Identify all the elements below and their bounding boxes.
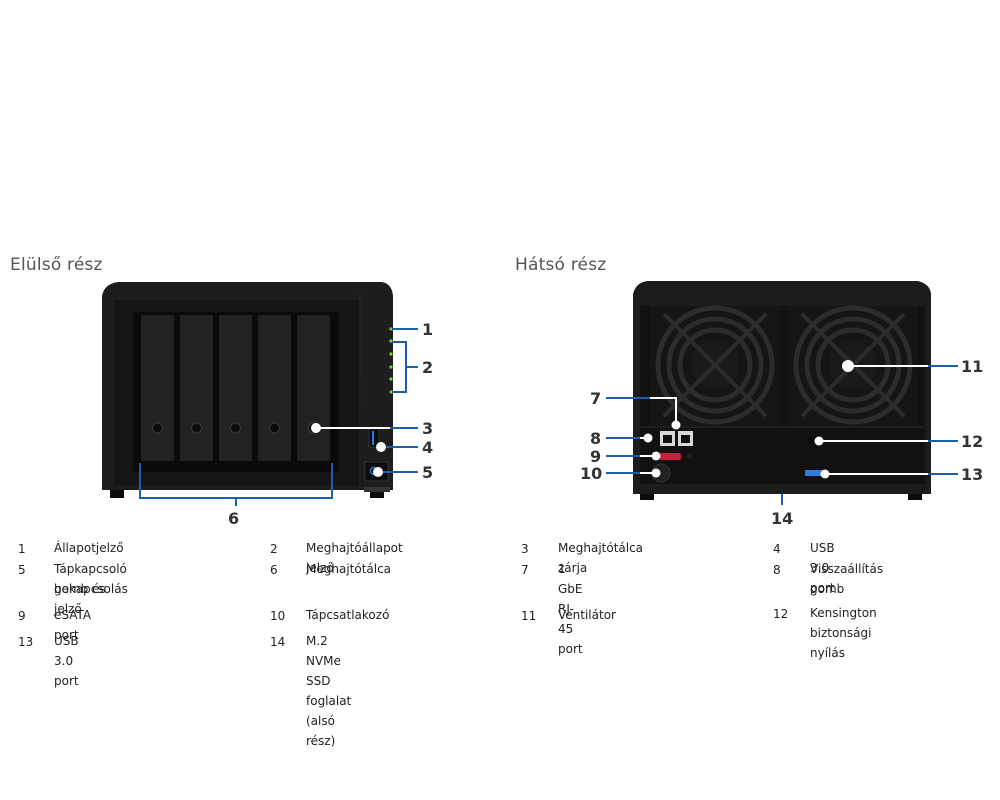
reset-button[interactable] xyxy=(687,453,693,459)
legend-num: 3 xyxy=(521,542,529,556)
legend-label: USB 3.0 port xyxy=(54,634,79,688)
fan-left xyxy=(650,305,780,426)
rear-usb-port[interactable] xyxy=(805,470,823,476)
legend-num: 14 xyxy=(270,635,286,649)
rear-view-title: Hátsó rész xyxy=(515,255,607,275)
callout-1: 1 xyxy=(422,320,433,339)
rear-foot-left xyxy=(640,490,654,500)
callout-13: 13 xyxy=(961,465,983,484)
rear-nas-unit xyxy=(633,281,931,500)
drive-tray-5[interactable] xyxy=(297,315,330,461)
legend-label: Tápcsatlakozó xyxy=(306,608,390,622)
callout-9: 9 xyxy=(590,447,601,466)
legend-num: 9 xyxy=(18,609,26,623)
disk-led-1 xyxy=(389,339,393,343)
legend-num: 10 xyxy=(270,609,286,623)
legend-label: Visszaállítás gomb xyxy=(810,562,884,596)
legend-label: Kensington biztonsági nyílás xyxy=(810,606,877,660)
disk-led-3 xyxy=(389,365,393,369)
callout-dot xyxy=(373,467,383,477)
callout-dot xyxy=(820,469,830,479)
callout-dot xyxy=(814,436,824,446)
callout-11: 11 xyxy=(961,357,983,376)
callout-dot xyxy=(643,433,653,443)
callout-dot xyxy=(651,468,661,478)
callout-dot xyxy=(311,423,321,433)
callout-10: 10 xyxy=(580,464,602,483)
front-foot-right xyxy=(370,490,384,498)
esata-port[interactable] xyxy=(659,453,681,460)
legend-num: 13 xyxy=(18,635,34,649)
drive-tray-3[interactable] xyxy=(219,315,252,461)
callout-3: 3 xyxy=(422,419,433,438)
kensington-slot[interactable] xyxy=(808,437,820,443)
legend-label: USB 3.0 port xyxy=(810,541,835,595)
front-callouts xyxy=(139,328,418,506)
front-view-title: Elülső rész xyxy=(10,255,103,275)
callout-dot xyxy=(671,420,681,430)
front-nas-unit xyxy=(102,282,393,498)
legend-num: 8 xyxy=(773,563,781,577)
tray-lock-icon[interactable] xyxy=(191,422,202,434)
disk-led-4 xyxy=(389,377,393,381)
legend-label: 1 GbE RJ-45 port xyxy=(558,562,583,656)
legend-label: Meghajtóállapot jelző xyxy=(306,541,403,575)
legend-num: 11 xyxy=(521,609,537,623)
tray-lock-icon[interactable] xyxy=(230,422,241,434)
callout-dot xyxy=(651,451,661,461)
callout-dot xyxy=(842,360,854,372)
disk-led-5 xyxy=(389,390,393,394)
callout-dot xyxy=(376,442,386,452)
legend-num: 7 xyxy=(521,563,529,577)
callout-4: 4 xyxy=(422,438,433,457)
drive-tray-1[interactable] xyxy=(141,315,174,461)
legend-label: Ventilátor xyxy=(558,608,616,622)
callout-7: 7 xyxy=(590,389,601,408)
legend-label: eSATA port xyxy=(54,608,92,642)
rear-foot-right xyxy=(908,490,922,500)
front-foot-left xyxy=(110,490,124,498)
model-label xyxy=(364,487,390,492)
legend-num: 6 xyxy=(270,563,278,577)
legend-num: 2 xyxy=(270,542,278,556)
status-led xyxy=(389,327,393,331)
legend-num: 4 xyxy=(773,542,781,556)
drive-tray-4[interactable] xyxy=(258,315,291,461)
disk-led-2 xyxy=(389,352,393,356)
legend-num: 5 xyxy=(18,563,26,577)
legend-num: 12 xyxy=(773,607,789,621)
legend-num: 1 xyxy=(18,542,26,556)
drive-tray-2[interactable] xyxy=(180,315,213,461)
legend-label: Meghajtótálca zárja xyxy=(558,541,644,575)
drive-trays xyxy=(141,315,330,461)
legend-label-continued: bekapcsolás jelző xyxy=(54,582,128,616)
tray-lock-icon[interactable] xyxy=(152,422,163,434)
callout-5: 5 xyxy=(422,463,433,482)
callout-6: 6 xyxy=(228,509,239,528)
callout-14: 14 xyxy=(771,509,793,528)
callout-12: 12 xyxy=(961,432,983,451)
tray-lock-icon[interactable] xyxy=(269,422,280,434)
legend-label: Állapotjelző xyxy=(54,541,124,555)
callout-8: 8 xyxy=(590,429,601,448)
legend-label: Meghajtótálca xyxy=(306,562,392,576)
status-leds xyxy=(389,327,393,394)
legend-label: M.2 NVMe SSD foglalat (alsó rész) xyxy=(306,634,352,748)
callout-2: 2 xyxy=(422,358,433,377)
legend-label: Tápkapcsoló gomb és xyxy=(54,562,127,596)
